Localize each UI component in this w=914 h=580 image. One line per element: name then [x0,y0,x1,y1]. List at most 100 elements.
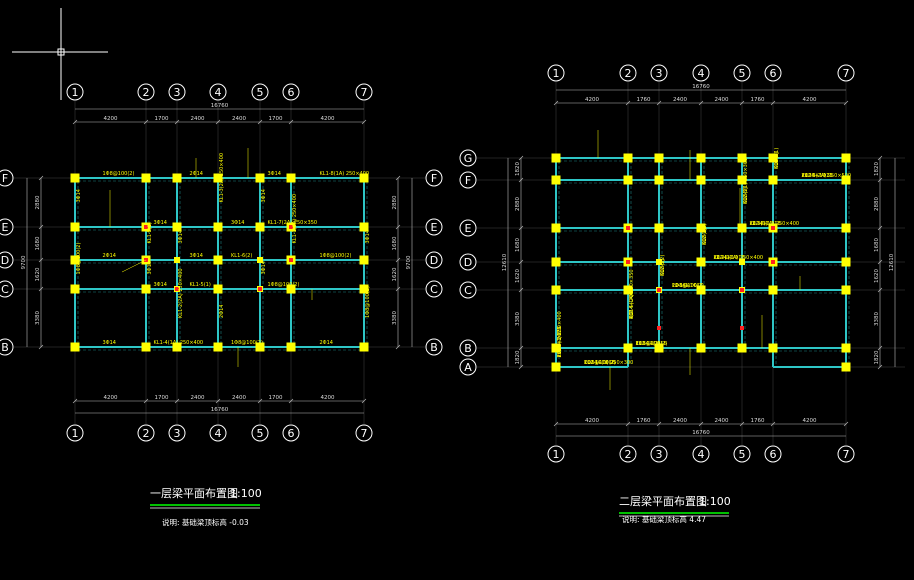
axis-bubble-6-top [764,64,782,82]
dim-tick [877,225,883,231]
dim-tick [553,100,559,106]
axis-label-3: 3 [174,427,181,440]
axis-label-6: 6 [770,448,777,461]
axis-label-5: 5 [739,67,746,80]
beam-annotation: KL1-1(3A) 250×400 [292,194,298,244]
axis-bubble-1-top [547,64,565,82]
axis-label-5: 5 [739,448,746,461]
beam-annotation: 3Φ14 [154,282,167,288]
axis-bubble-6-top [282,83,300,101]
column [255,173,265,183]
axis-label-B: B [430,341,438,354]
column [737,175,747,185]
axis-label-C: C [1,283,9,296]
beam-annotation: KL1-8(1A) 250×400 [320,171,370,177]
axis-label-E: E [431,221,438,234]
dim-span-label: 1700 [155,116,169,122]
beam-annotation: 3Φ14 [178,230,184,243]
axis-bubble-1-bottom [547,445,565,463]
axis-label-7: 7 [361,427,368,440]
red-marker [657,326,661,330]
column [768,285,778,295]
dim-tick [518,225,524,231]
beam-annotation: 2Φ14+1Φ16 [636,341,667,347]
dim-tick [625,100,631,106]
dim-tick [518,364,524,370]
beam-annotation: 2Φ14 [219,305,225,318]
beam-annotation: KL1-6(2) [231,253,252,259]
dim-tick [38,224,44,230]
beam-annotation: 3Φ14 [231,220,244,226]
axis-label-4: 4 [215,427,222,440]
dim-tick [38,175,44,181]
column [70,284,80,294]
column [841,285,851,295]
axis-label-F: F [465,174,471,187]
column [623,343,633,353]
dim-vspan-label: 1620 [874,269,880,283]
dim-tick [770,421,776,427]
column [172,342,182,352]
dim-vspan-label: 3380 [392,311,398,325]
axis-label-D: D [464,256,472,269]
dim-tick [656,421,662,427]
column [172,173,182,183]
beam-annotation: 1Φ8@100(2) [231,340,263,346]
column [737,223,747,233]
column [213,222,223,232]
dim-span-label: 2400 [715,97,729,103]
column [841,343,851,353]
dim-vtotal-label: 12610 [502,253,508,271]
column [768,153,778,163]
beam-annotation: KL2-8(1) 250×300 [743,158,749,204]
dim-span-label: 1760 [637,97,651,103]
beam-annotation: 2Φ25+1Φ25 [802,173,833,179]
axis-bubble-E-right [425,218,443,236]
dim-span-label: 1760 [751,97,765,103]
dim-tick [143,398,149,404]
beam-annotation: 3Φ14 [268,171,281,177]
dim-tick [698,421,704,427]
column [255,222,265,232]
beam-annotation: 2Φ14+1Φ16 [672,283,703,289]
dim-tick [518,259,524,265]
axis-bubble-4-bottom [209,424,227,442]
axis-label-3: 3 [656,448,663,461]
dim-vspan-label: 2880 [874,197,880,211]
axis-bubble-4-top [692,64,710,82]
red-marker [626,260,630,264]
axis-bubble-F-left [459,171,477,189]
column [141,284,151,294]
column [359,222,369,232]
axis-bubble-2-top [619,64,637,82]
column [768,343,778,353]
axis-bubble-3-top [168,83,186,101]
column [174,257,180,263]
beam-annotation: 6Φ8(2) [660,259,666,276]
axis-label-4: 4 [215,86,222,99]
beam-annotation: KL2-1(1A) 250×400 [714,255,764,261]
axis-label-1: 1 [72,86,79,99]
dim-tick [38,257,44,263]
axis-bubble-2-bottom [619,445,637,463]
plan-title: 二层梁平面布置图 [619,494,707,508]
axis-bubble-1-top [66,83,84,101]
axis-label-1: 1 [72,427,79,440]
dim-vspan-label: 3380 [874,312,880,326]
beam-annotation: 2Φ14+1Φ16 [802,173,833,179]
dim-tick [395,257,401,263]
dim-span-label: 2400 [673,418,687,424]
beam-annotation: L2-3(1) [750,221,768,227]
axis-label-2: 2 [143,86,150,99]
beam-annotation: KL1-4(1A) 250×400 [154,340,204,346]
column [286,342,296,352]
column [841,175,851,185]
dim-vspan-label: 2880 [392,195,398,209]
beam-annotation: 6Φ8(2) [774,152,780,169]
axis-bubble-7-top [355,83,373,101]
dim-vtotal-label: 9700 [406,255,412,269]
column [654,343,664,353]
